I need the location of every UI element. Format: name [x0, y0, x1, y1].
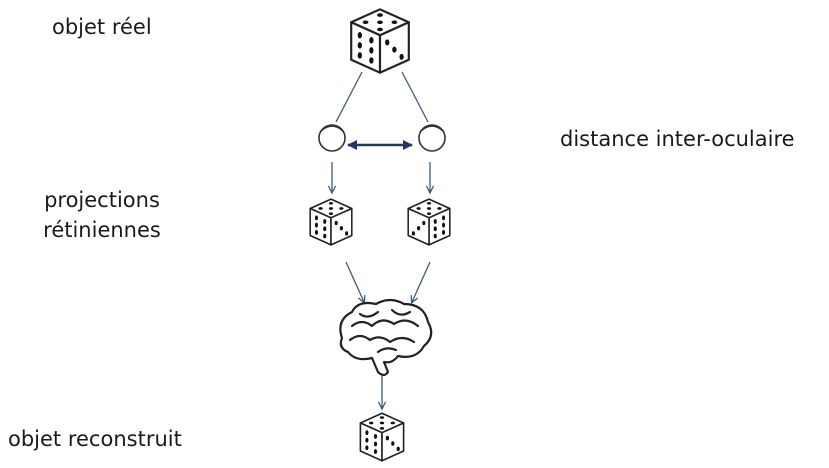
- eye-icon: [418, 124, 446, 152]
- label-retinal-projections-line2: rétiniennes: [43, 218, 161, 242]
- label-real-object: objet réel: [52, 15, 152, 39]
- die-icon: [309, 198, 353, 246]
- sight-line-right: [401, 71, 429, 123]
- label-retinal-projections: projections rétiniennes: [32, 185, 172, 245]
- arrow-projection-left-to-brain: [345, 261, 366, 305]
- eye-icon: [318, 124, 346, 152]
- die-icon: [407, 198, 451, 246]
- die-icon: [359, 412, 405, 462]
- arrow-projection-right-to-brain: [410, 261, 431, 305]
- label-reconstructed-object: objet reconstruit: [8, 427, 182, 451]
- die-icon: [350, 8, 410, 74]
- label-retinal-projections-line1: projections: [44, 188, 160, 212]
- brain-icon: [339, 298, 433, 377]
- label-interocular-distance: distance inter-oculaire: [560, 127, 795, 151]
- sight-line-left: [335, 71, 363, 123]
